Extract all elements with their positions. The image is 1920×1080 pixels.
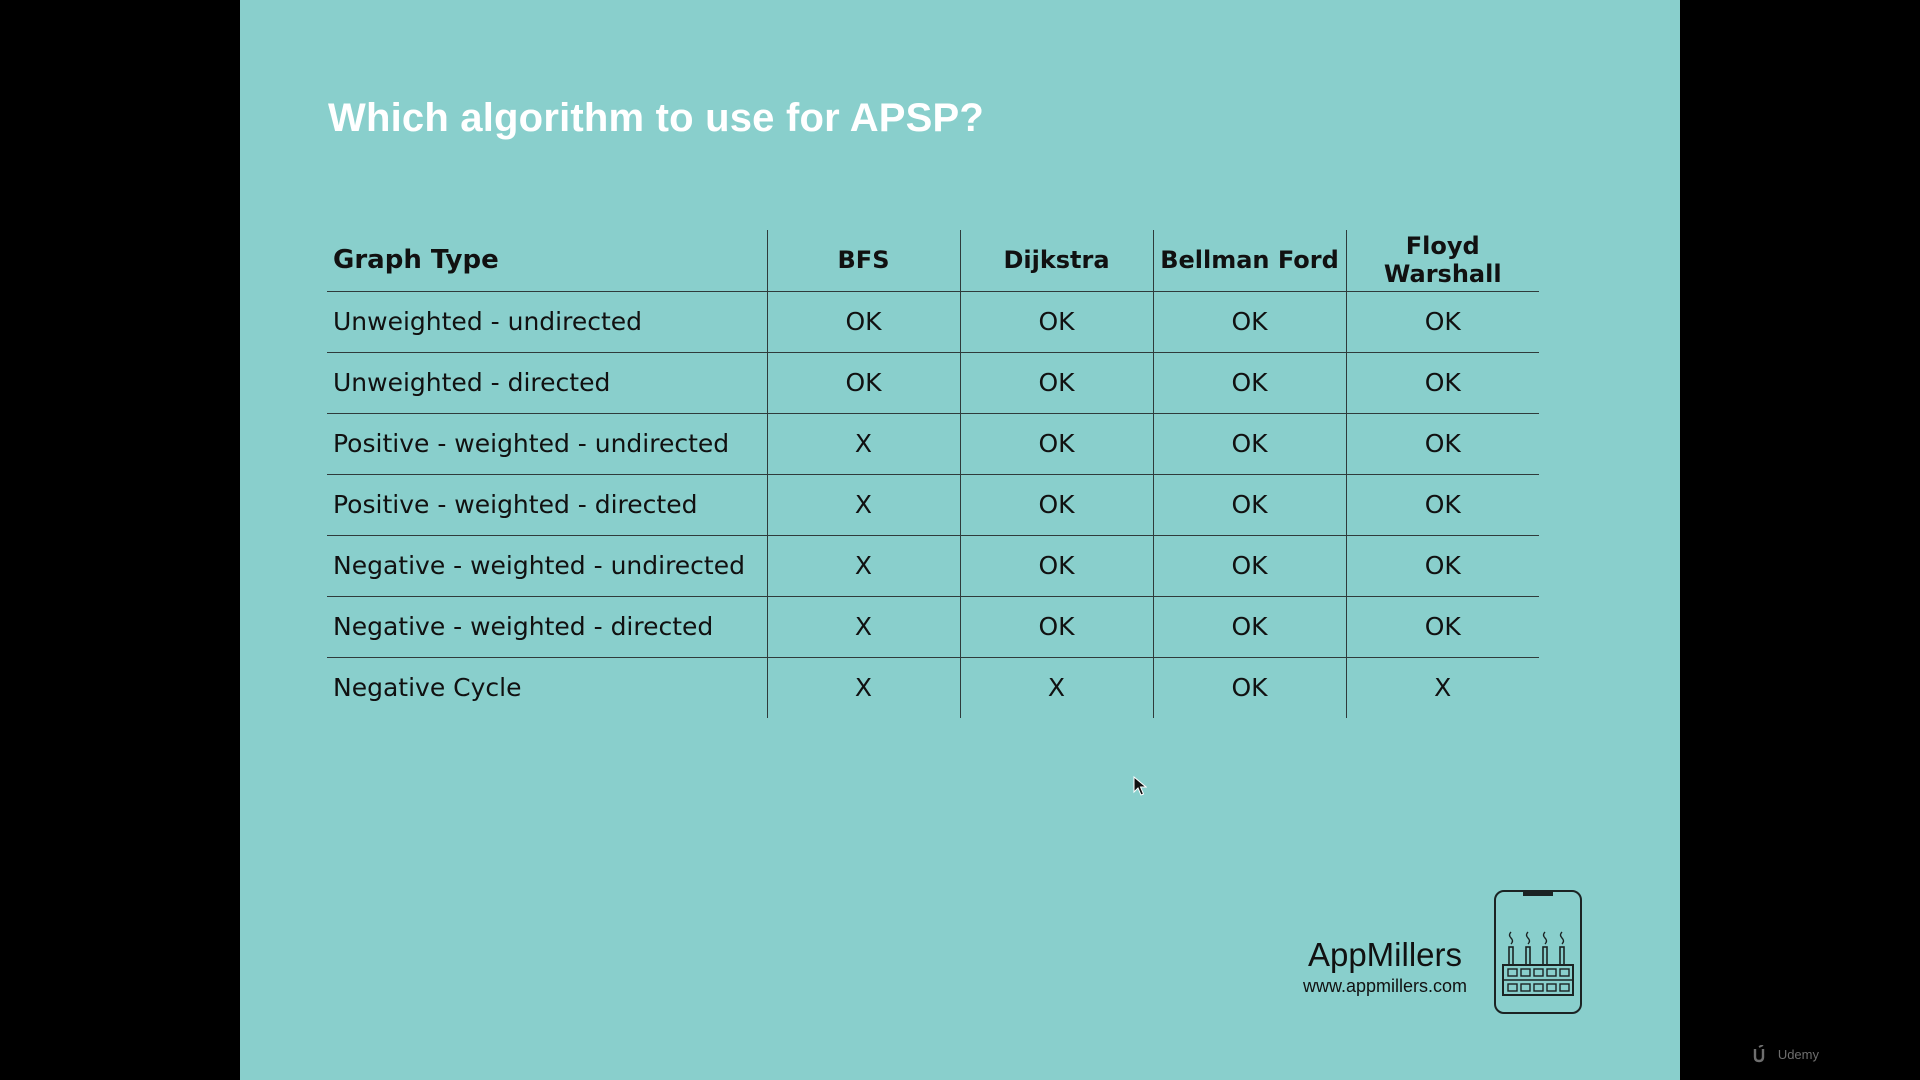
cell-bellman-ford: OK: [1152, 596, 1346, 658]
row-graph-type: Unweighted - undirected: [327, 291, 767, 353]
brand-block: AppMillers www.appmillers.com: [1303, 935, 1467, 997]
cell-floyd-warshall: X: [1345, 657, 1539, 718]
table-header-row: Graph Type BFS Dijkstra Bellman Ford Flo…: [327, 230, 1539, 292]
cell-floyd-warshall: OK: [1345, 535, 1539, 597]
cell-dijkstra: OK: [959, 413, 1153, 475]
cell-bfs: OK: [766, 352, 960, 414]
cell-floyd-warshall: OK: [1345, 596, 1539, 658]
header-bellman-ford: Bellman Ford: [1152, 230, 1346, 292]
watermark-text: Udemy: [1777, 1046, 1819, 1062]
cell-bfs: X: [766, 413, 960, 475]
cell-bfs: X: [766, 474, 960, 536]
table-row: Positive - weighted - undirected X OK OK…: [327, 413, 1539, 475]
cell-floyd-warshall: OK: [1345, 352, 1539, 414]
brand-name: AppMillers: [1307, 936, 1462, 973]
brand-url: www.appmillers.com: [1302, 976, 1467, 996]
slide: Which algorithm to use for APSP? Graph T…: [240, 0, 1680, 1080]
row-graph-type: Negative - weighted - undirected: [327, 535, 767, 597]
cell-floyd-warshall: OK: [1345, 474, 1539, 536]
cell-bellman-ford: OK: [1152, 535, 1346, 597]
cell-dijkstra: OK: [959, 474, 1153, 536]
cell-bellman-ford: OK: [1152, 291, 1346, 353]
row-graph-type: Negative - weighted - directed: [327, 596, 767, 658]
cell-bfs: X: [766, 596, 960, 658]
cell-floyd-warshall: OK: [1345, 413, 1539, 475]
row-graph-type: Unweighted - directed: [327, 352, 767, 414]
cell-bfs: OK: [766, 291, 960, 353]
table-row: Negative - weighted - directed X OK OK O…: [327, 596, 1539, 658]
udemy-logo-icon: [1753, 1045, 1765, 1063]
row-graph-type: Positive - weighted - undirected: [327, 413, 767, 475]
cell-dijkstra: X: [959, 657, 1153, 718]
header-bfs: BFS: [766, 230, 960, 292]
mouse-cursor-icon: [1133, 776, 1147, 796]
table-row: Positive - weighted - directed X OK OK O…: [327, 474, 1539, 536]
cell-bellman-ford: OK: [1152, 352, 1346, 414]
table-row: Negative Cycle X X OK X: [327, 657, 1539, 718]
cell-bfs: X: [766, 657, 960, 718]
row-graph-type: Positive - weighted - directed: [327, 474, 767, 536]
cell-bfs: X: [766, 535, 960, 597]
cell-bellman-ford: OK: [1152, 413, 1346, 475]
table-row: Unweighted - directed OK OK OK OK: [327, 352, 1539, 414]
cell-dijkstra: OK: [959, 596, 1153, 658]
udemy-watermark: Udemy: [1752, 1045, 1819, 1063]
cell-bellman-ford: OK: [1152, 657, 1346, 718]
header-floyd-warshall: Floyd Warshall: [1345, 230, 1539, 292]
cell-dijkstra: OK: [959, 352, 1153, 414]
cell-floyd-warshall: OK: [1345, 291, 1539, 353]
table-row: Negative - weighted - undirected X OK OK…: [327, 535, 1539, 597]
table-row: Unweighted - undirected OK OK OK OK: [327, 291, 1539, 353]
header-dijkstra: Dijkstra: [959, 230, 1153, 292]
cell-dijkstra: OK: [959, 535, 1153, 597]
row-graph-type: Negative Cycle: [333, 673, 522, 703]
cell-dijkstra: OK: [959, 291, 1153, 353]
slide-title: Which algorithm to use for APSP?: [328, 96, 985, 140]
algorithm-comparison-table: Graph Type BFS Dijkstra Bellman Ford Flo…: [327, 230, 1539, 718]
phone-factory-icon: [1494, 890, 1582, 1014]
cell-bellman-ford: OK: [1152, 474, 1346, 536]
header-graph-type: Graph Type: [327, 230, 767, 292]
